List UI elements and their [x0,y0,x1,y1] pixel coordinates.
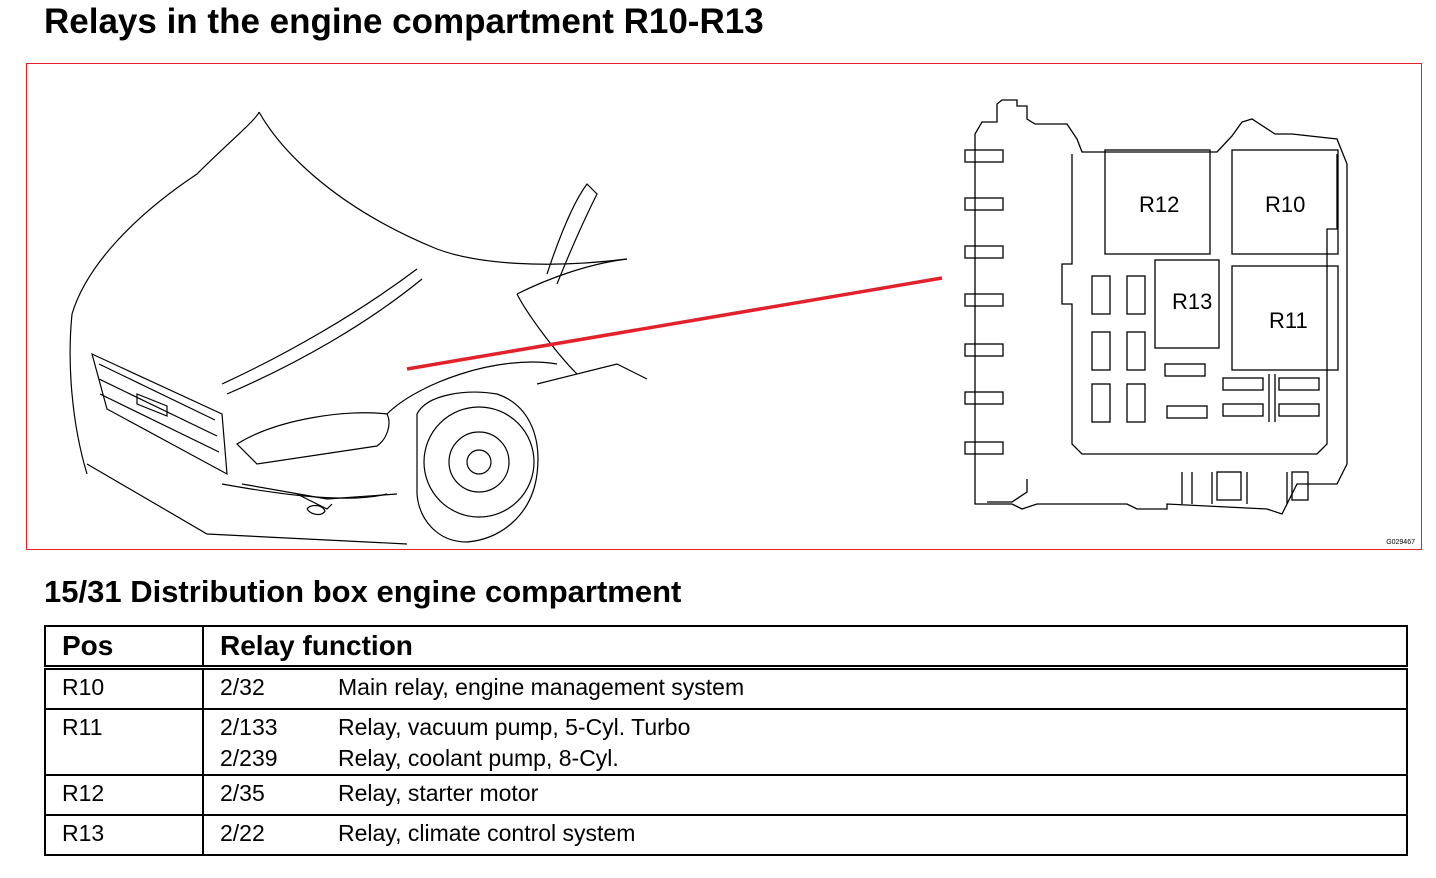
relay-label-r10: R10 [1265,192,1305,217]
pointer-line [406,276,943,371]
distribution-box [964,99,1348,515]
row-desc-line: Relay, coolant pump, 8-Cyl. [338,745,619,771]
row-desc: Relay, climate control system [324,814,1408,856]
row-code: 2/133 2/239 [203,708,324,776]
table-row: R11 2/133 2/239 Relay, vacuum pump, 5-Cy… [44,708,1408,776]
car-illustration [69,111,648,545]
table-row: R12 2/35 Relay, starter motor [44,774,1408,816]
header-pos: Pos [44,625,204,670]
page-title: Relays in the engine compartment R10-R13 [44,2,764,41]
row-desc: Relay, vacuum pump, 5-Cyl. Turbo Relay, … [324,708,1408,776]
row-code: 2/22 [203,814,324,856]
row-code: 2/32 [203,666,324,710]
header-relay-function: Relay function [203,625,1408,670]
relay-label-r12: R12 [1139,192,1179,217]
table-header-row: Pos Relay function [44,625,1408,670]
section-title: 15/31 Distribution box engine compartmen… [44,574,682,609]
row-code: 2/35 [203,774,324,816]
row-pos: R13 [44,814,204,856]
relay-label-r13: R13 [1172,289,1212,314]
relay-label-r11: R11 [1269,308,1308,333]
row-pos: R11 [44,708,204,776]
row-pos: R10 [44,666,204,710]
table-row: R10 2/32 Main relay, engine management s… [44,666,1408,710]
table-row: R13 2/22 Relay, climate control system [44,814,1408,856]
relay-table: Pos Relay function R10 2/32 Main relay, … [44,625,1408,856]
row-desc: Main relay, engine management system [324,666,1408,710]
figure-drawing: R12 R10 R13 R11 [69,99,1348,545]
engine-compartment-figure: R12 R10 R13 R11 G029467 [26,63,1422,550]
figure-code: G029467 [1386,539,1415,546]
row-desc: Relay, starter motor [324,774,1408,816]
row-code-line: 2/133 [220,714,278,740]
row-code-line: 2/239 [220,745,278,771]
row-pos: R12 [44,774,204,816]
row-desc-line: Relay, vacuum pump, 5-Cyl. Turbo [338,714,691,740]
